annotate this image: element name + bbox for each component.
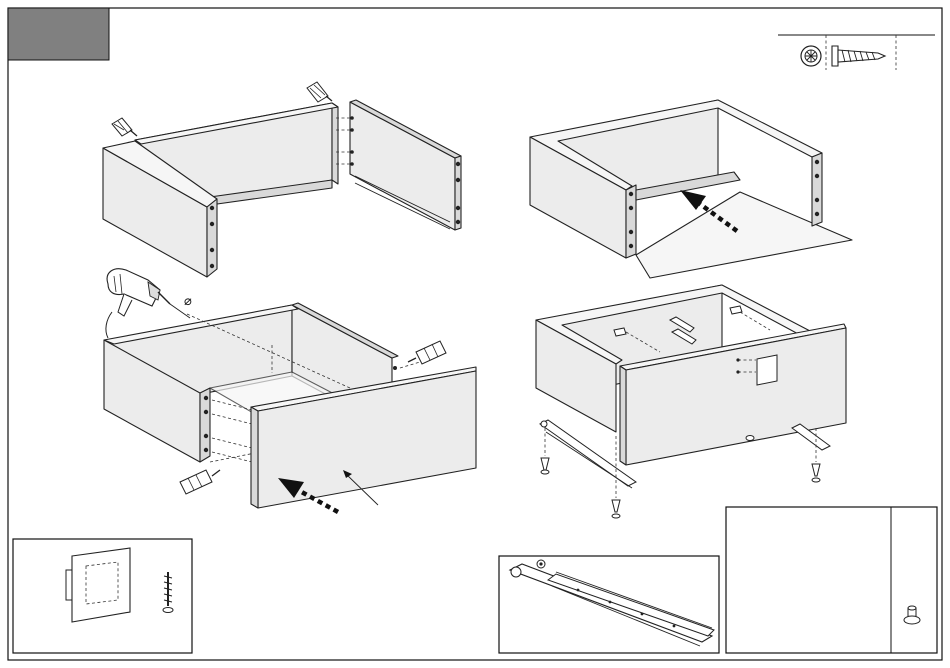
glue-bottle-icon — [408, 341, 446, 364]
hardware-legend — [778, 35, 935, 70]
glue-bottle-icon — [307, 82, 332, 102]
step-insert-bottom-panel — [530, 100, 852, 278]
knob-icon — [746, 436, 754, 441]
plate-icon — [66, 548, 130, 622]
handle-plate-inset — [13, 539, 192, 653]
step-assemble-side-panels — [103, 82, 461, 277]
knob-icon — [904, 606, 920, 624]
diameter-symbol: ⌀ — [184, 294, 192, 309]
step-mount-drawer-runners — [536, 285, 846, 518]
step-badge — [8, 8, 109, 60]
screw-icon — [541, 428, 549, 474]
screw-icon — [163, 572, 173, 613]
runner-icon — [510, 560, 714, 646]
screw-icon — [832, 46, 885, 66]
runner-inset — [499, 556, 719, 653]
glue-bottle-icon — [180, 470, 220, 494]
knob-inset — [726, 507, 937, 653]
dowel-icon — [801, 46, 821, 66]
step-attach-front-panel: ⌀ — [104, 269, 476, 512]
glue-bottle-icon — [112, 118, 137, 136]
